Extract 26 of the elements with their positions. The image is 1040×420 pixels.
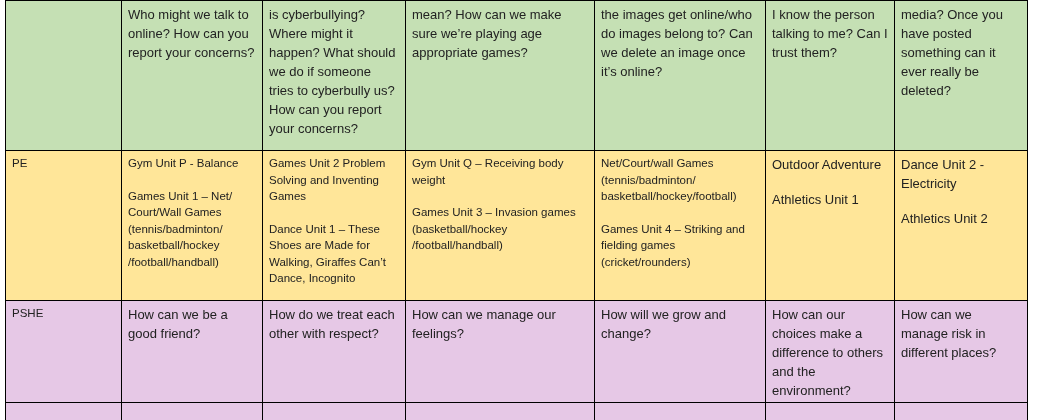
cell-text: Athletics Unit 2	[901, 210, 989, 228]
cell-text: I know the person talking to me? Can I trust them?	[772, 6, 888, 62]
cell-text: How can we manage risk in different places?	[901, 306, 998, 362]
cell-text: mean? How can we make sure we’re playing age appropriate games?	[412, 6, 563, 62]
cell-text: Gym Unit Q – Receiving body weight	[412, 156, 565, 188]
cell-text: the images get online/who do images belong to? Can we delete an image once it’s online?	[601, 6, 754, 81]
cell-text: Games Unit 2 Problem Solving and Inventing Games	[269, 156, 387, 204]
cell-text: Dance Unit 2 - Electricity	[901, 156, 986, 193]
row-heading: PE	[12, 156, 29, 171]
cell-text: Games Unit 1 – Net/ Court/Wall Games (tennis/badminton/ basketball/hockey /football/handball)	[128, 188, 234, 270]
cell-text: Gym Unit P - Balance	[128, 156, 240, 171]
cell-text: Athletics Unit 1	[772, 191, 860, 209]
cell-text: Net/Court/wall Games (tennis/badminton/ basketball/hockey/football)	[601, 156, 738, 204]
row-heading: PSHE	[12, 306, 45, 321]
cell-text: Outdoor Adventure	[772, 156, 883, 174]
cell-text: How can we be a good friend?	[128, 306, 229, 343]
cell-text: How do we treat each other with respect?	[269, 306, 396, 343]
cell-text: How will we grow and change?	[601, 306, 727, 343]
cell-text: is cyberbullying? Where might it happen? What should we do if someone tries to cyberbully us? How can you report your concerns?	[269, 6, 397, 138]
cell-text: How can our choices make a difference to others and the environment?	[772, 306, 885, 400]
cell-text: Games Unit 3 – Invasion games (basketball/hockey /football/handball)	[412, 205, 577, 253]
cell-text: Who might we talk to online? How can you report your concerns?	[128, 6, 256, 62]
cell-text: How can we manage our feelings?	[412, 306, 557, 343]
cell-text: Dance Unit 1 – These Shoes are Made for Walking, Giraffes Can’t Dance, Incognito	[269, 221, 387, 286]
cell-text: media? Once you have posted something can it ever really be deleted?	[901, 6, 1004, 100]
cell-text: Games Unit 4 – Striking and fielding games (cricket/rounders)	[601, 221, 746, 270]
